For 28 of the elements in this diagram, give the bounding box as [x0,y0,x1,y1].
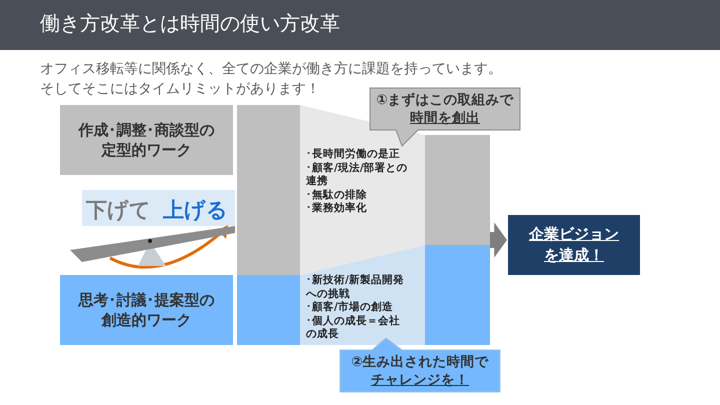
work-type-box [60,105,233,175]
column-bar [425,135,490,345]
list-item: ･業務効率化 [306,202,368,216]
subtitle-text: オフィス移転等に関係なく、全ての企業が働き方に課題を持っています。 [40,60,502,78]
callout-text: チャレンジを！ [371,371,469,389]
trapezoid-band [300,245,425,345]
work-type-box [60,275,233,345]
vision-text: 企業ビジョンを達成！ [528,224,620,266]
list-item: ･顧客/市場の創造 [306,301,394,314]
title: 働き方改革とは時間の使い方改革 [40,10,340,37]
callout-bubble [340,338,500,392]
list-item: ･新技術/新製品開発への挑戦 [306,274,405,300]
list-item: ･無駄の排除 [306,188,368,202]
subtitle-text: そしてそこにはタイムリミットがあります！ [40,80,320,98]
callout-bubble [370,88,520,146]
list-item: ･顧客/現法/部署との連携 [306,162,409,188]
list-item: ･長時間労働の是正 [306,148,401,162]
callout-text: 時間を創出 [410,109,480,127]
vision-box [508,215,640,275]
column-bar [237,105,300,345]
callout-text: ①まずはこの取組みで [376,91,514,109]
list-item: ･個人の成長＝会社の成長 [306,314,401,342]
seesaw-caption: 下げて [86,197,151,224]
callout-text: ②生み出された時間で [351,353,489,371]
box-text: 作成･調整･商談型の定型的ワーク [77,120,216,161]
box-text: 思考･討議･提案型の創造的ワーク [77,290,216,331]
arrow [490,222,507,258]
seesaw-caption: 上げる [163,197,228,224]
